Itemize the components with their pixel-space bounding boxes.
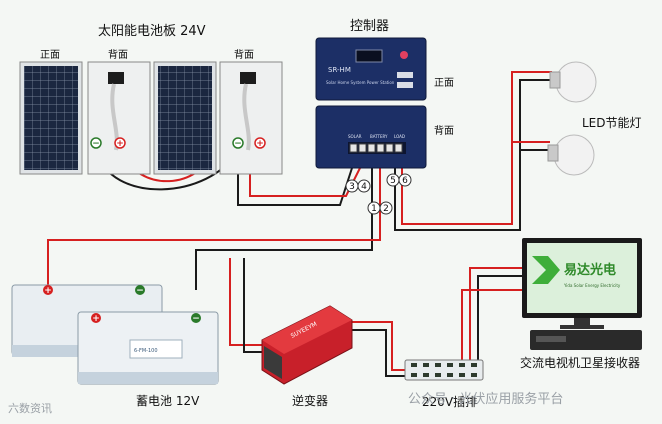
watermark-left: 六数资讯 [8,402,52,415]
panel-back-label-2: 背面 [234,50,254,61]
tv-brand-text: 易达光电 [564,262,616,278]
terminal-load-text: LOAD [394,134,405,139]
wire-inverter-ac2 [350,329,410,377]
wire-inverter-ac [350,321,410,371]
terminal-number-6: 6 [402,176,408,186]
controller-front [315,37,427,101]
terminal-marker-6 [398,173,412,187]
polarity-positive-3: + [44,286,52,296]
power-strip-label: 220V插排 [422,395,478,409]
controller-front-label: 正面 [434,78,454,89]
terminal-number-2: 2 [383,204,389,214]
controller-terminals [349,143,403,153]
solar-panel-front-2 [153,61,217,175]
watermark-right: 公众号 · 光伏应用服务平台 [408,392,564,407]
terminal-numbers: 3 4 1 2 5 6 [349,176,408,214]
solar-panel-back-1 [87,61,151,175]
inverter-label: 逆变器 [292,394,329,408]
polarity-positive-4: + [92,314,100,324]
led-lamp-1 [549,61,597,103]
terminal-number-5: 5 [390,176,396,186]
wire-lamp-pos [401,71,552,225]
tv-set [522,238,642,329]
polarity-marks: − + − + + − + − [44,139,264,324]
led-lamp-label: LED节能灯 [582,116,642,130]
inverter [261,305,353,385]
battery-model-text: 6-FM-100 [134,348,158,354]
terminal-markers [345,173,412,215]
controller-model-text: SR-HM [328,66,351,74]
terminal-marker-2 [379,201,393,215]
wire-inverter-pos [229,258,262,346]
polarity-positive-2: + [256,139,264,149]
satellite-receiver [530,330,642,350]
polarity-negative-4: − [192,314,200,324]
polarity-positive-1: + [116,139,124,149]
wire-receiver [461,289,528,362]
led-lamp-2 [547,134,595,176]
terminal-battery-text: BATTERY [370,134,388,139]
terminal-number-1: 1 [371,204,377,214]
wires [47,71,555,377]
controller-back [315,105,427,169]
controller-desc-text: Solar Home System Power Station [326,80,395,85]
tv-brand-en-text: Yida Solar Energy Electricity [563,283,621,288]
battery-label: 蓄电池 12V [136,394,200,408]
tv-receiver-label: 交流电视机卫星接收器 [520,356,641,370]
solar-panel-back-2 [219,61,283,175]
controller-label: 控制器 [350,19,390,34]
terminal-number-3: 3 [349,182,355,192]
solar-panel-label: 太阳能电池板 24V [98,24,206,39]
polarity-negative-3: − [136,286,144,296]
polarity-negative-2: − [234,139,242,149]
wire-lamp-neg [394,79,555,231]
terminal-solar-text: SOLAR [348,134,362,139]
terminal-number-4: 4 [361,182,367,192]
wire-tv-neg [477,275,528,362]
wire-inverter-neg [243,258,262,353]
panel-front-label: 正面 [40,50,60,61]
terminal-marker-4 [357,179,371,193]
wire-tv-pos [469,267,528,362]
power-strip [404,359,484,381]
battery-2 [77,311,219,385]
solar-panel-front-1 [19,61,83,175]
panel-back-label-1: 背面 [108,50,128,61]
wire-battery-pos [47,168,381,285]
controller-back-label: 背面 [434,126,454,137]
polarity-negative-1: − [92,139,100,149]
